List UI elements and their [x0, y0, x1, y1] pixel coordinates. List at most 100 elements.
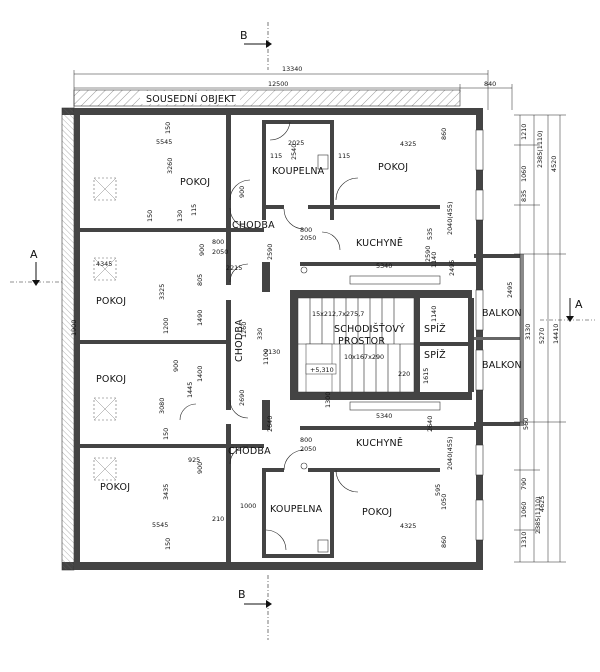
dimension-number: 115	[190, 204, 198, 216]
room-schodiste-2: PROSTOR	[338, 336, 385, 347]
dimension-number: 1260	[240, 322, 248, 338]
svg-text:10x167x290: 10x167x290	[344, 353, 384, 361]
dimension-number: 2540	[290, 144, 298, 160]
dimension-number: 900	[196, 462, 204, 474]
dimension-number: 1300	[324, 392, 332, 408]
dimension-number: 210	[212, 515, 224, 523]
dimension-number: 900	[172, 360, 180, 372]
stair-annotations: 15x212,7x275,7 10x167x290 +5,310	[305, 310, 384, 375]
dimension-number: 150	[146, 210, 154, 222]
room-chodba-3: CHODBA	[228, 446, 271, 457]
dimension-number: 1400	[196, 366, 204, 382]
stair-treads	[297, 297, 415, 393]
dimension-number: 800	[212, 238, 224, 246]
dimension-number: 2025	[288, 139, 304, 147]
dimension-number: 1060	[520, 502, 528, 518]
dimension-number: 5545	[152, 521, 168, 529]
dimension-number: 2690	[238, 390, 246, 406]
right-dimensions	[514, 114, 566, 563]
room-pokoj-5: POKOJ	[378, 162, 408, 173]
section-b-label: B	[240, 29, 248, 42]
section-b-bottom: B	[238, 575, 272, 640]
door-swings	[179, 121, 359, 551]
neighbour-band	[73, 89, 461, 107]
dimension-number: 1900	[70, 320, 78, 336]
dimension-number: 1060	[520, 166, 528, 182]
dimension-number: 1200	[162, 318, 170, 334]
dimension-number: 3080	[158, 398, 166, 414]
section-b-label-bottom: B	[238, 588, 246, 601]
room-koupelna-1: KOUPELNA	[272, 166, 325, 177]
room-kuchyne-1: KUCHYNĚ	[356, 237, 403, 249]
svg-text:840: 840	[484, 80, 496, 88]
dimension-number: 5340	[376, 412, 392, 420]
room-pokoj-1: POKOJ	[180, 177, 210, 188]
dimension-number: 4325	[400, 140, 416, 148]
room-kuchyne-2: KUCHYNĚ	[356, 437, 403, 449]
dimension-number: 1050	[440, 494, 448, 510]
dimension-number: 925	[188, 456, 200, 464]
dimension-number: 4625	[538, 496, 546, 512]
dimension-number: 860	[440, 128, 448, 140]
svg-text:12500: 12500	[268, 80, 288, 88]
room-labels: POKOJ POKOJ POKOJ POKOJ POKOJ POKOJ KOUP…	[96, 162, 522, 518]
room-chodba-1: CHODBA	[232, 220, 275, 231]
dimension-number: 900	[238, 186, 246, 198]
dimension-number: 130	[176, 210, 184, 222]
section-a-left: A	[10, 248, 64, 286]
section-b-top: B	[240, 22, 272, 70]
dimension-number: 860	[440, 536, 448, 548]
room-schodiste: SCHODIŠŤOVÝ	[334, 323, 405, 335]
room-pokoj-4: POKOJ	[100, 482, 130, 493]
dimension-number: 2590	[266, 244, 274, 260]
dimension-number: 115	[338, 152, 350, 160]
dimension-number: 3325	[158, 284, 166, 300]
dimension-number: 790	[520, 478, 528, 490]
dimension-number: 1000	[240, 502, 256, 510]
room-pokoj-6: POKOJ	[362, 507, 392, 518]
dimension-number: 5340	[376, 262, 392, 270]
dimension-number: 150	[164, 538, 172, 550]
neighbour-label: SOUSEDNÍ OBJEKT	[146, 93, 236, 105]
dimension-number: 800	[300, 436, 312, 444]
room-koupelna-2: KOUPELNA	[270, 504, 323, 515]
dimension-number: 2050	[300, 234, 316, 242]
dimension-number: 805	[196, 274, 204, 286]
dimension-number: 1140	[430, 306, 438, 322]
dimension-number: 2495	[448, 260, 456, 276]
dimension-number: 5545	[156, 138, 172, 146]
dimension-number: 560	[522, 418, 530, 430]
dimension-number: 115	[270, 152, 282, 160]
dimension-number: 1445	[186, 382, 194, 398]
dimension-number: 2640	[426, 416, 434, 432]
dimension-number: 2640	[266, 416, 274, 432]
dimension-number: 1210	[520, 124, 528, 140]
dimension-number: 2385(1110)	[536, 130, 544, 168]
dimension-number: 2590	[424, 246, 432, 262]
dimension-number: 1615	[422, 368, 430, 384]
dimension-number: 2040(455)	[446, 437, 454, 470]
dimension-number: 220	[398, 370, 410, 378]
dimension-number: 1490	[196, 310, 204, 326]
dimension-number: 150	[162, 428, 170, 440]
dimension-number: 2050	[212, 248, 228, 256]
section-a-label: A	[30, 248, 38, 261]
dimension-number: 1140	[430, 252, 438, 268]
dimension-number: 3260	[166, 158, 174, 174]
dimension-number: 535	[426, 228, 434, 240]
room-balkon-1: BALKON	[482, 308, 522, 319]
room-spiz-1: SPÍŽ	[424, 323, 446, 335]
svg-text:13340: 13340	[282, 65, 302, 73]
room-pokoj-2: POKOJ	[96, 296, 126, 307]
dimension-number: 1310	[520, 532, 528, 548]
dimension-number: 3130	[524, 324, 532, 340]
dimension-number: 4520	[550, 156, 558, 172]
room-chodba-2: CHODBA	[234, 319, 245, 362]
svg-text:15x212,7x275,7: 15x212,7x275,7	[312, 310, 364, 318]
section-a-right: A	[540, 298, 595, 322]
dimension-number: 1100	[262, 349, 270, 365]
dimension-number: 595	[434, 484, 442, 496]
dimension-number: 5270	[538, 328, 546, 344]
dimension-number: 4325	[400, 522, 416, 530]
